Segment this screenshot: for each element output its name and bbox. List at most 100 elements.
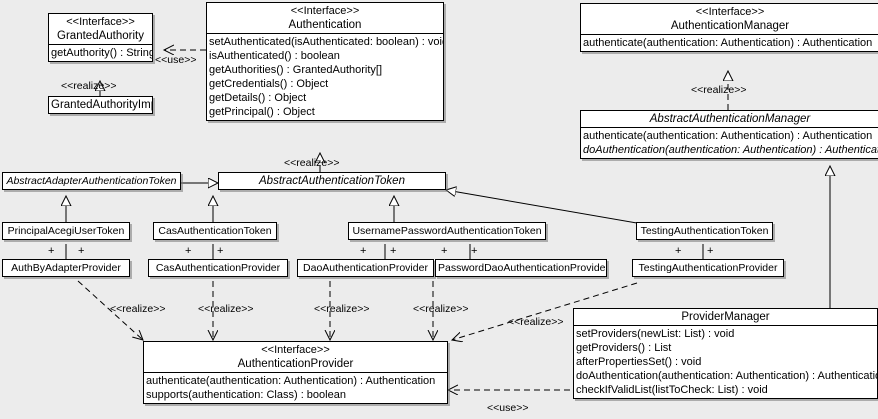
compartment-divider [49, 44, 152, 45]
class-name: CasAuthenticationToken [158, 225, 272, 237]
class-header: <<Interface>> GrantedAuthority [49, 14, 152, 44]
operation: getPrincipal() : Object [209, 106, 315, 118]
operations-compartment: authenticate(authentication: Authenticat… [581, 128, 878, 158]
class-name: DaoAuthenticationProvider [303, 262, 428, 274]
operation: setProviders(newList: List) : void [576, 328, 735, 340]
class-header: TestingAuthenticationToken [637, 223, 772, 239]
class-granted-authority[interactable]: <<Interface>> GrantedAuthority getAuthor… [48, 13, 153, 62]
class-header: PrincipalAcegiUserToken [3, 223, 129, 239]
edge-label-realize-daoauthenticationprovider: <<realize>> [314, 303, 370, 315]
class-header: PasswordDaoAuthenticationProvider [436, 260, 606, 276]
multiplicity-marker: + [707, 245, 714, 257]
operation: supports(authentication: Class) : boolea… [146, 389, 346, 401]
class-name: Authentication [288, 19, 362, 31]
operation: getAuthorities() : GrantedAuthority[] [209, 64, 383, 76]
class-testing-authentication-provider[interactable]: TestingAuthenticationProvider [632, 259, 784, 277]
class-header: <<Interface>> AuthenticationManager [581, 4, 878, 34]
multiplicity-marker: + [360, 245, 367, 257]
class-name: UsernamePasswordAuthenticationToken [352, 225, 542, 237]
class-name: TestingAuthenticationProvider [638, 262, 778, 274]
class-abstract-adapter-authentication-token[interactable]: AbstractAdapterAuthenticationToken [2, 172, 181, 190]
edge-label-use-providermanager: <<use>> [487, 402, 529, 414]
class-provider-manager[interactable]: ProviderManager setProviders(newList: Li… [573, 308, 878, 399]
class-name: PrincipalAcegiUserToken [7, 225, 125, 237]
class-abstract-authentication-manager[interactable]: AbstractAuthenticationManager authentica… [580, 110, 878, 159]
compartment-divider [144, 372, 447, 373]
edge-label-realize-grantedauthorityimpl: <<realize>> [61, 80, 117, 92]
class-auth-by-adapter-provider[interactable]: AuthByAdapterProvider [2, 259, 130, 277]
multiplicity-marker: + [185, 245, 192, 257]
edge-label-realize-casauthenticationprovider: <<realize>> [198, 303, 254, 315]
class-cas-authentication-provider[interactable]: CasAuthenticationProvider [148, 259, 288, 277]
multiplicity-marker: + [78, 245, 85, 257]
class-name: CasAuthenticationProvider [155, 262, 281, 274]
class-header: <<Interface>> AuthenticationProvider [144, 342, 447, 372]
class-authentication-manager[interactable]: <<Interface>> AuthenticationManager auth… [580, 3, 878, 52]
multiplicity-marker: + [441, 245, 448, 257]
multiplicity-marker: + [390, 245, 397, 257]
class-header: AbstractAdapterAuthenticationToken [3, 173, 180, 189]
operation: getProviders() : List [576, 342, 672, 354]
operation: isAuthenticated() : boolean [209, 50, 340, 62]
operations-compartment: setProviders(newList: List) : void getPr… [574, 326, 877, 398]
class-username-password-authentication-token[interactable]: UsernamePasswordAuthenticationToken [348, 222, 546, 240]
class-name: AuthenticationProvider [237, 358, 354, 370]
operation: getDetails() : Object [209, 92, 307, 104]
operations-compartment: setAuthenticated(isAuthenticated: boolea… [207, 34, 443, 120]
multiplicity-marker: + [48, 245, 55, 257]
operation: getCredentials() : Object [209, 78, 329, 90]
edge-label-realize-abstractauthenticationmanager: <<realize>> [691, 84, 747, 96]
class-cas-authentication-token[interactable]: CasAuthenticationToken [153, 222, 277, 240]
class-authentication-provider[interactable]: <<Interface>> AuthenticationProvider aut… [143, 341, 448, 404]
class-abstract-authentication-token[interactable]: AbstractAuthenticationToken [218, 172, 446, 190]
stereotype-label: <<Interface>> [290, 5, 360, 17]
stereotype-label: <<Interface>> [695, 6, 765, 18]
edge-label-realize-passworddaoauthenticationprovider: <<realize>> [413, 303, 469, 315]
class-password-dao-authentication-provider[interactable]: PasswordDaoAuthenticationProvider [435, 259, 607, 277]
class-name: PasswordDaoAuthenticationProvider [438, 262, 607, 274]
compartment-divider [574, 325, 877, 326]
operation: setAuthenticated(isAuthenticated: boolea… [209, 36, 444, 48]
class-header: CasAuthenticationToken [154, 223, 276, 239]
edge-label-realize-testingauthenticationprovider: <<realize>> [508, 316, 564, 328]
class-header: AbstractAuthenticationToken [219, 173, 445, 189]
class-testing-authentication-token[interactable]: TestingAuthenticationToken [636, 222, 773, 240]
operation: doAuthentication(authentication: Authent… [583, 144, 878, 156]
class-header: DaoAuthenticationProvider [298, 260, 433, 276]
operation: afterPropertiesSet() : void [576, 356, 702, 368]
class-name: AuthenticationManager [670, 20, 790, 32]
class-name: AuthByAdapterProvider [11, 262, 121, 274]
class-name: GrantedAuthority [57, 30, 144, 42]
class-name: GrantedAuthorityImpl [51, 99, 153, 111]
multiplicity-marker: + [471, 245, 478, 257]
class-header: AuthByAdapterProvider [3, 260, 129, 276]
class-header: TestingAuthenticationProvider [633, 260, 783, 276]
class-name: TestingAuthenticationToken [640, 225, 769, 237]
edge-label-use-authentication-granted: <<use>> [155, 54, 197, 66]
class-principal-acegi-user-token[interactable]: PrincipalAcegiUserToken [2, 222, 130, 240]
class-dao-authentication-provider[interactable]: DaoAuthenticationProvider [297, 259, 434, 277]
class-name: ProviderManager [681, 311, 770, 323]
operations-compartment: getAuthority() : String [49, 45, 152, 61]
edge-label-realize-authbyadapterprovider: <<realize>> [110, 303, 166, 315]
class-header: CasAuthenticationProvider [149, 260, 287, 276]
class-name: AbstractAuthenticationToken [259, 175, 405, 187]
edge-label-realize-abstractauthenticationtoken: <<realize>> [284, 157, 340, 169]
class-authentication[interactable]: <<Interface>> Authentication setAuthenti… [206, 2, 444, 121]
class-granted-authority-impl[interactable]: GrantedAuthorityImpl [48, 96, 153, 114]
stereotype-label: <<Interface>> [261, 344, 330, 356]
operation: authenticate(authentication: Authenticat… [583, 37, 873, 49]
class-header: UsernamePasswordAuthenticationToken [349, 223, 545, 239]
stereotype-label: <<Interface>> [66, 16, 135, 28]
compartment-divider [581, 34, 878, 35]
operation: authenticate(authentication: Authenticat… [583, 130, 873, 142]
operation: getAuthority() : String [51, 47, 153, 59]
operation: authenticate(authentication: Authenticat… [146, 375, 436, 387]
class-header: AbstractAuthenticationManager [581, 111, 878, 127]
class-name: AbstractAuthenticationManager [649, 113, 811, 125]
multiplicity-marker: + [675, 245, 682, 257]
class-header: GrantedAuthorityImpl [49, 97, 152, 113]
edge-generalize-testingauthenticationtoken [446, 190, 638, 224]
operations-compartment: authenticate(authentication: Authenticat… [581, 35, 878, 51]
